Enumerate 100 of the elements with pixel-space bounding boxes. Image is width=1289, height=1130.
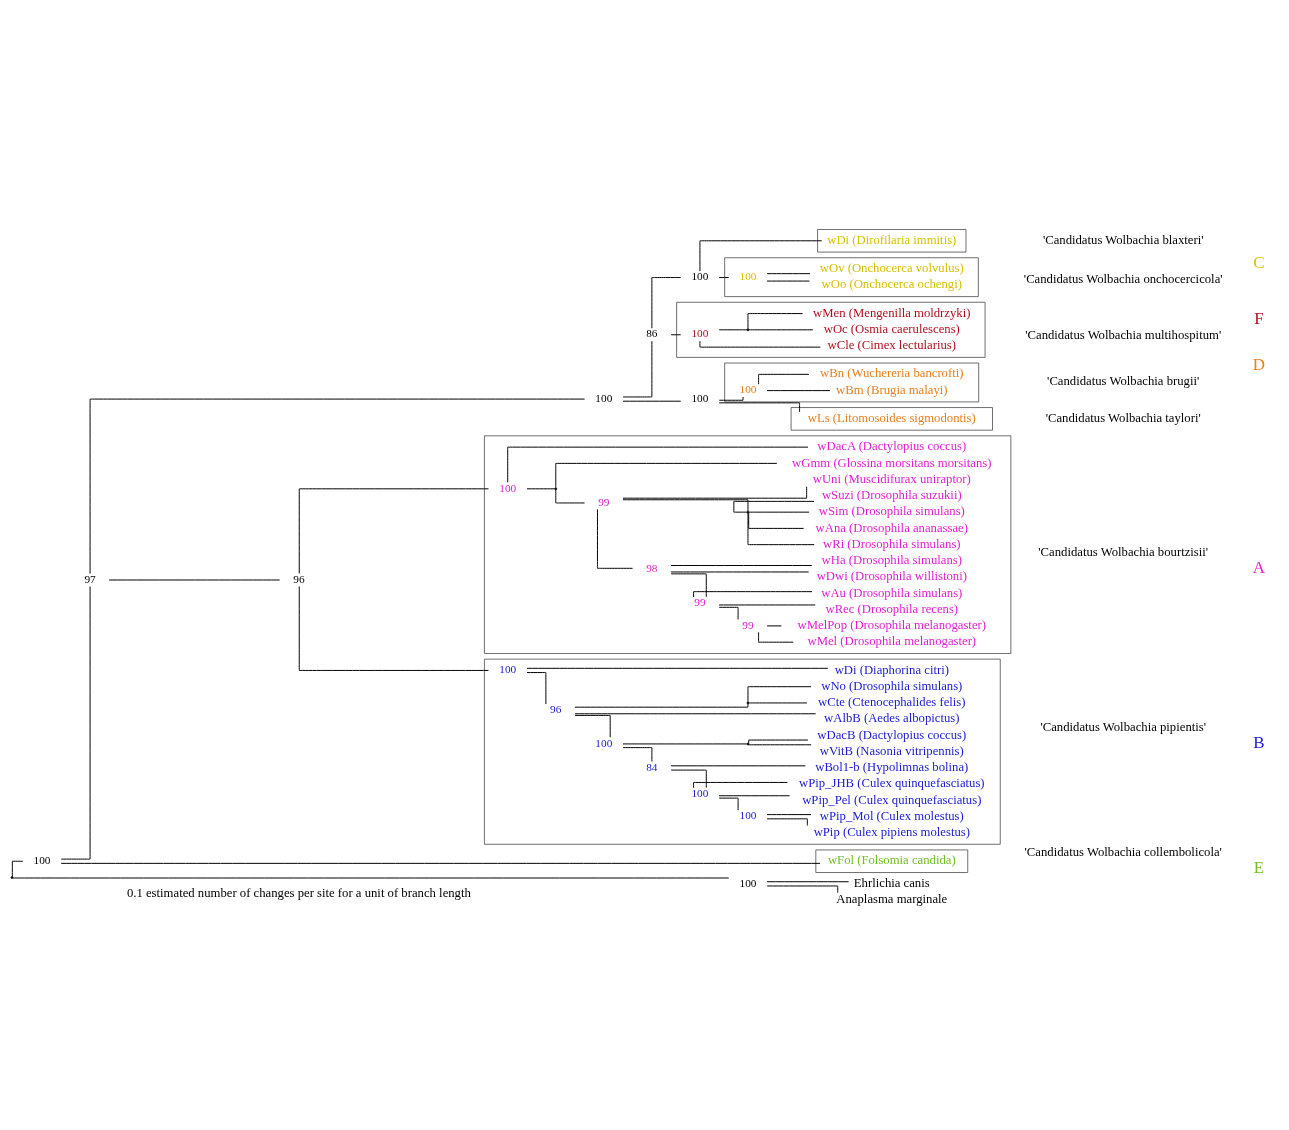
- label: E: [1253, 857, 1265, 877]
- node-text: Ehrlichia canis: [853, 875, 930, 890]
- node-text: 98: [646, 561, 658, 574]
- node-text: wDi (Diaphorina citri): [834, 662, 949, 677]
- node-text: 97: [84, 572, 96, 585]
- connector: [718, 794, 791, 796]
- node-text: 99: [694, 595, 706, 608]
- connector: [766, 813, 812, 815]
- connector: [766, 880, 850, 882]
- node-text: wMelPop (Drosophila melanogaster): [797, 617, 986, 632]
- connector: [758, 631, 794, 643]
- connector: [622, 485, 808, 499]
- node-text: wDacB (Dactylopius coccus): [817, 727, 967, 742]
- cluster: [676, 301, 986, 358]
- connector: [526, 487, 556, 489]
- node-text: wFol (Folsomia candida): [827, 852, 956, 867]
- connector: [766, 272, 811, 274]
- node-text: wCle (Cimex lectularius): [827, 337, 956, 352]
- node-text: 100: [691, 326, 709, 339]
- connector: [766, 389, 831, 391]
- node-text: 100: [691, 391, 709, 404]
- cluster: [790, 406, 993, 431]
- connector: [12, 877, 730, 878]
- connector: [670, 769, 707, 788]
- node-text: 86: [646, 326, 658, 339]
- connector: [718, 396, 744, 401]
- node-text: 99: [742, 618, 754, 631]
- connector: [670, 764, 806, 766]
- connector: [60, 862, 821, 864]
- node-text: wSuzi (Drosophila suzukii): [821, 487, 962, 502]
- node-text: wOv (Onchocerca volvulus): [819, 260, 964, 275]
- connector: [670, 333, 682, 335]
- connector: [555, 488, 586, 503]
- label: B: [1253, 732, 1265, 752]
- node-text: 100: [499, 481, 517, 494]
- connector: [574, 714, 611, 738]
- node-text: 100: [499, 662, 517, 675]
- node-text: 96: [293, 572, 305, 585]
- connector: [11, 860, 24, 877]
- node-text: wNo (Drosophila simulans): [821, 678, 963, 693]
- node-text: 100: [33, 853, 51, 866]
- node-text: wSim (Drosophila simulans): [818, 503, 965, 518]
- node-text: 84: [646, 760, 658, 773]
- connector: [758, 373, 810, 385]
- node-text: wPip_Mol (Culex molestus): [819, 808, 964, 823]
- node-text: 100: [739, 382, 757, 395]
- label: 'Candidatus Wolbachia multihospitum': [1025, 327, 1222, 342]
- label: 'Candidatus Wolbachia taylori': [1045, 410, 1201, 425]
- node-text: wUni (Muscidifurax uniraptor): [812, 471, 971, 486]
- connector: [718, 606, 739, 620]
- connector: [555, 462, 778, 488]
- connector: [670, 564, 813, 566]
- connector: [747, 685, 812, 702]
- node-text: 100: [739, 808, 757, 821]
- label: 'Candidatus Wolbachia bourtzisii': [1038, 544, 1209, 559]
- connector: [693, 781, 788, 788]
- node-text: 100: [595, 391, 613, 404]
- connector: [699, 239, 823, 272]
- cluster: [815, 849, 969, 873]
- label: 'Candidatus Wolbachia brugii': [1047, 373, 1200, 388]
- node-text: wMel (Drosophila melanogaster): [807, 633, 977, 648]
- node-text: wAlbB (Aedes albopictus): [824, 710, 960, 725]
- label: 'Candidatus Wolbachia blaxteri': [1042, 232, 1204, 247]
- node-text: 100: [691, 269, 709, 282]
- label: 'Candidatus Wolbachia onchocercicola': [1023, 271, 1223, 286]
- node-text: wHa (Drosophila simulans): [821, 552, 962, 567]
- connector: [651, 276, 682, 329]
- label: F: [1254, 308, 1264, 328]
- connector: [298, 487, 489, 574]
- connector: [507, 446, 809, 483]
- cluster: [817, 228, 967, 252]
- cluster: [724, 256, 979, 297]
- node-text: wDi (Dirofilaria immitis): [827, 232, 957, 247]
- node-text: wDwi (Drosophila willistoni): [816, 568, 967, 583]
- node-text: 99: [598, 495, 610, 508]
- label: C: [1253, 252, 1265, 272]
- label: 0.1 estimated number of changes per site for a unit of branch length: [126, 885, 471, 900]
- connector: [526, 667, 829, 669]
- label: A: [1252, 557, 1266, 577]
- connector: [718, 401, 801, 412]
- node-point: [746, 510, 750, 513]
- node-text: wAu (Drosophila simulans): [821, 585, 963, 600]
- cluster: [724, 362, 980, 402]
- node-text: wBm (Brugia malayi): [836, 382, 948, 397]
- connector: [622, 340, 653, 397]
- node-point: [554, 486, 558, 490]
- connector: [574, 712, 817, 714]
- label: 'Candidatus Wolbachia pipientis': [1040, 719, 1207, 734]
- node-text: wPip_JHB (Culex quinquefasciatus): [798, 775, 985, 790]
- node-text: 96: [550, 702, 562, 715]
- connector: [766, 884, 839, 893]
- node-text: wPip (Culex pipiens molestus): [813, 824, 970, 839]
- node-text: wBol1-b (Hypolimnas bolina): [815, 759, 969, 774]
- node-text: wLs (Litomosoides sigmodontis): [807, 410, 976, 425]
- node-text: wAna (Drosophila ananassae): [815, 520, 968, 535]
- connector: [766, 817, 808, 826]
- node-text: 100: [739, 876, 757, 889]
- node-text: wBn (Wuchereria bancrofti): [820, 365, 964, 380]
- label: 'Candidatus Wolbachia collembolicola': [1024, 844, 1222, 859]
- connector: [89, 398, 586, 574]
